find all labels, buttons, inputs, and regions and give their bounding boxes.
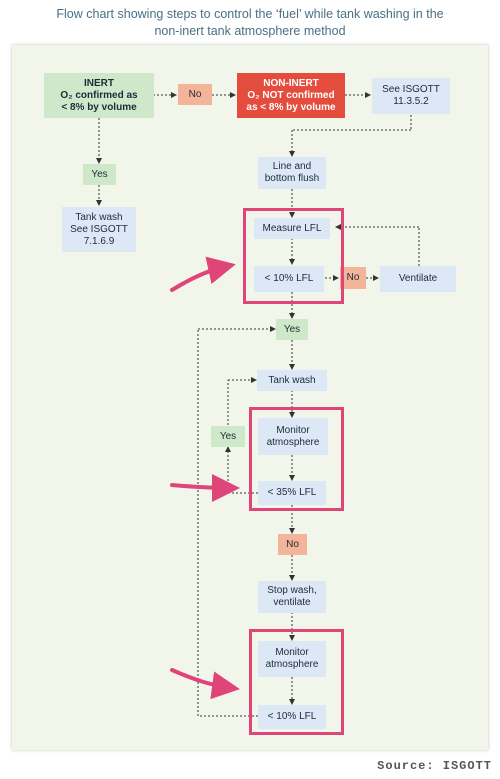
node-lt10-lfl-2: < 10% LFL xyxy=(258,705,326,729)
source-credit: Source: ISGOTT xyxy=(377,759,492,773)
node-lt35-lfl: < 35% LFL xyxy=(258,481,326,505)
pointer-arrow-1 xyxy=(170,256,236,292)
node-stop-wash-ventilate: Stop wash, ventilate xyxy=(258,581,326,613)
pointer-arrow-3 xyxy=(170,668,240,700)
node-monitor-atmosphere-2: Monitor atmosphere xyxy=(258,641,326,677)
node-monitor-atmosphere-1: Monitor atmosphere xyxy=(258,418,328,455)
node-see-isgott-11352: See ISGOTT 11.3.5.2 xyxy=(372,78,450,114)
caption-line-1: Flow chart showing steps to control the … xyxy=(56,7,444,21)
node-yes-mid: Yes xyxy=(276,319,308,340)
highlight-box-1 xyxy=(243,208,344,304)
node-no-ventilate: No xyxy=(340,267,366,289)
node-tank-wash-see-isgott: Tank wash See ISGOTT 7.1.6.9 xyxy=(62,207,136,252)
highlight-box-3 xyxy=(249,629,344,735)
node-tank-wash: Tank wash xyxy=(257,370,327,391)
node-inert: INERT O₂ confirmed as < 8% by volume xyxy=(44,73,154,118)
node-line-bottom-flush: Line and bottom flush xyxy=(258,157,326,189)
node-lt10-lfl-1: < 10% LFL xyxy=(254,266,324,292)
node-no-top: No xyxy=(178,84,212,105)
node-no-35: No xyxy=(278,534,307,555)
caption-line-2: non-inert tank atmosphere method xyxy=(154,24,346,38)
highlight-box-2 xyxy=(249,407,344,511)
pointer-arrow-2 xyxy=(170,473,240,502)
node-yes-loop: Yes xyxy=(211,426,245,447)
node-ventilate: Ventilate xyxy=(380,266,456,292)
node-measure-lfl: Measure LFL xyxy=(254,218,330,239)
node-non-inert: NON-INERT O₂ NOT confirmed as < 8% by vo… xyxy=(237,73,345,118)
node-yes-left: Yes xyxy=(83,164,116,185)
figure-caption: Flow chart showing steps to control the … xyxy=(0,6,500,40)
